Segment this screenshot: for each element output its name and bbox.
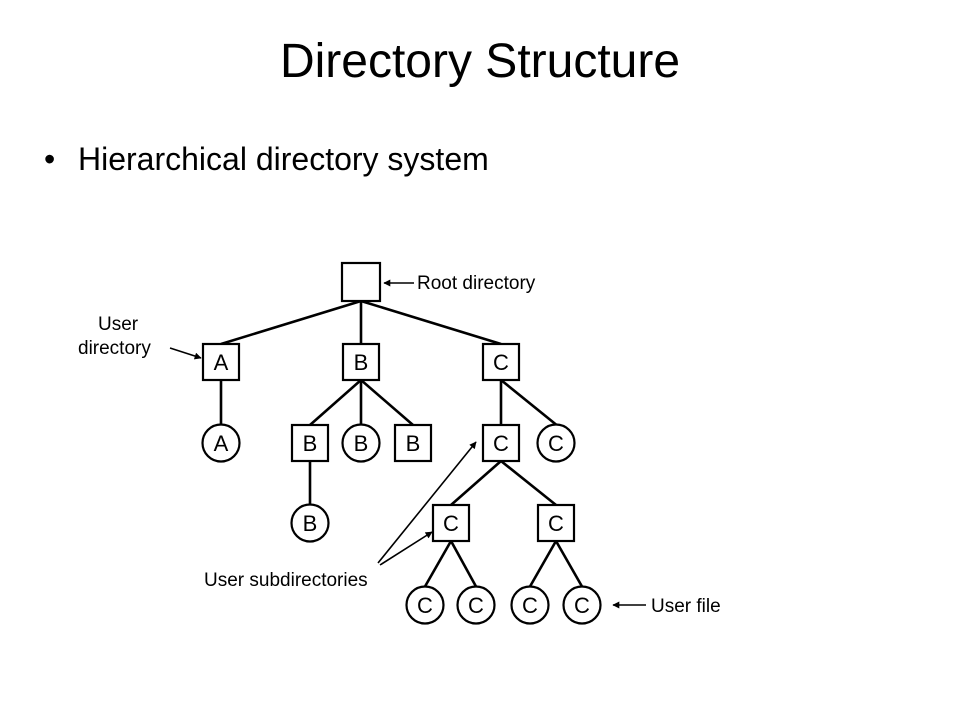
directory-box (290, 423, 330, 463)
directory-box (431, 503, 471, 543)
file-node-fileA1: A (201, 423, 241, 463)
edge-root-dirC (360, 299, 502, 346)
node-label: C (574, 593, 590, 618)
bullet-text: Hierarchical directory system (78, 141, 489, 177)
directory-box (393, 423, 433, 463)
directory-node-dirC2: C (431, 503, 471, 543)
file-node-fileC1: C (536, 423, 576, 463)
directory-node-dirB2: B (393, 423, 433, 463)
file-node-fileC5: C (562, 585, 602, 625)
node-label: C (522, 593, 538, 618)
node-label: C (548, 431, 564, 456)
edge-root-dirA (220, 299, 362, 346)
edge-dirC1-dirC2 (450, 460, 502, 506)
edge-dirC1-dirC3 (500, 459, 557, 507)
file-circle (201, 423, 241, 463)
file-circle (536, 423, 576, 463)
directory-box (536, 503, 576, 543)
directory-box (481, 423, 521, 463)
node-label: C (443, 511, 459, 536)
edge-dirC2-fileC3 (449, 540, 478, 588)
directory-box (341, 342, 381, 382)
user-subdirectories-arrow-1 (377, 441, 477, 564)
user-file-label: User file (651, 596, 721, 617)
directory-node-dirA: A (201, 342, 241, 382)
directory-node-dirC: C (481, 342, 521, 382)
file-circle (341, 423, 381, 463)
node-label: C (493, 431, 509, 456)
edge-dirB-dirB1 (309, 379, 362, 426)
file-circle (562, 585, 602, 625)
file-node-fileC3: C (456, 585, 496, 625)
edge-dirC-fileC1 (500, 378, 557, 426)
node-label: B (354, 431, 369, 456)
directory-node-dirC3: C (536, 503, 576, 543)
tree-edges (219, 299, 584, 588)
node-label: A (214, 431, 229, 456)
edge-dirC3-fileC5 (554, 540, 584, 588)
node-label: C (548, 511, 564, 536)
file-node-fileC4: C (510, 585, 550, 625)
file-circle (405, 585, 445, 625)
directory-node-dirB1: B (290, 423, 330, 463)
tree-nodes: A B C A B B B B C C C C C C C C (201, 261, 602, 625)
edge-dirB-dirB2 (360, 379, 414, 426)
edge-dirC3-fileC4 (528, 540, 558, 588)
node-label: B (406, 431, 421, 456)
edge-dirC2-fileC2 (423, 540, 453, 588)
file-circle (456, 585, 496, 625)
directory-node-dirB: B (341, 342, 381, 382)
directory-box (201, 342, 241, 382)
directory-box (340, 261, 382, 303)
file-node-fileC2: C (405, 585, 445, 625)
root-directory-node (340, 261, 382, 303)
node-label: A (214, 350, 229, 375)
node-label: C (493, 350, 509, 375)
file-node-fileB2: B (290, 503, 330, 543)
file-node-fileB1: B (341, 423, 381, 463)
directory-box (481, 342, 521, 382)
user-subdirectories-arrow-2 (379, 531, 433, 566)
node-label: B (354, 350, 369, 375)
node-label: B (303, 511, 318, 536)
node-label: C (417, 593, 433, 618)
annotations: Root directory User directory User subdi… (78, 273, 721, 617)
user-directory-label-line1: User (98, 314, 139, 335)
root-directory-label: Root directory (417, 273, 536, 294)
user-subdirectories-label: User subdirectories (204, 570, 368, 591)
bullet-item: • Hierarchical directory system (44, 138, 489, 180)
slide-title: Directory Structure (279, 35, 681, 88)
user-directory-arrow (169, 347, 202, 360)
directory-node-dirC1: C (481, 423, 521, 463)
user-directory-label-line2: directory (78, 338, 151, 359)
node-label: B (303, 431, 318, 456)
node-label: C (468, 593, 484, 618)
file-circle (510, 585, 550, 625)
bullet-dot: • (44, 141, 56, 177)
file-circle (290, 503, 330, 543)
